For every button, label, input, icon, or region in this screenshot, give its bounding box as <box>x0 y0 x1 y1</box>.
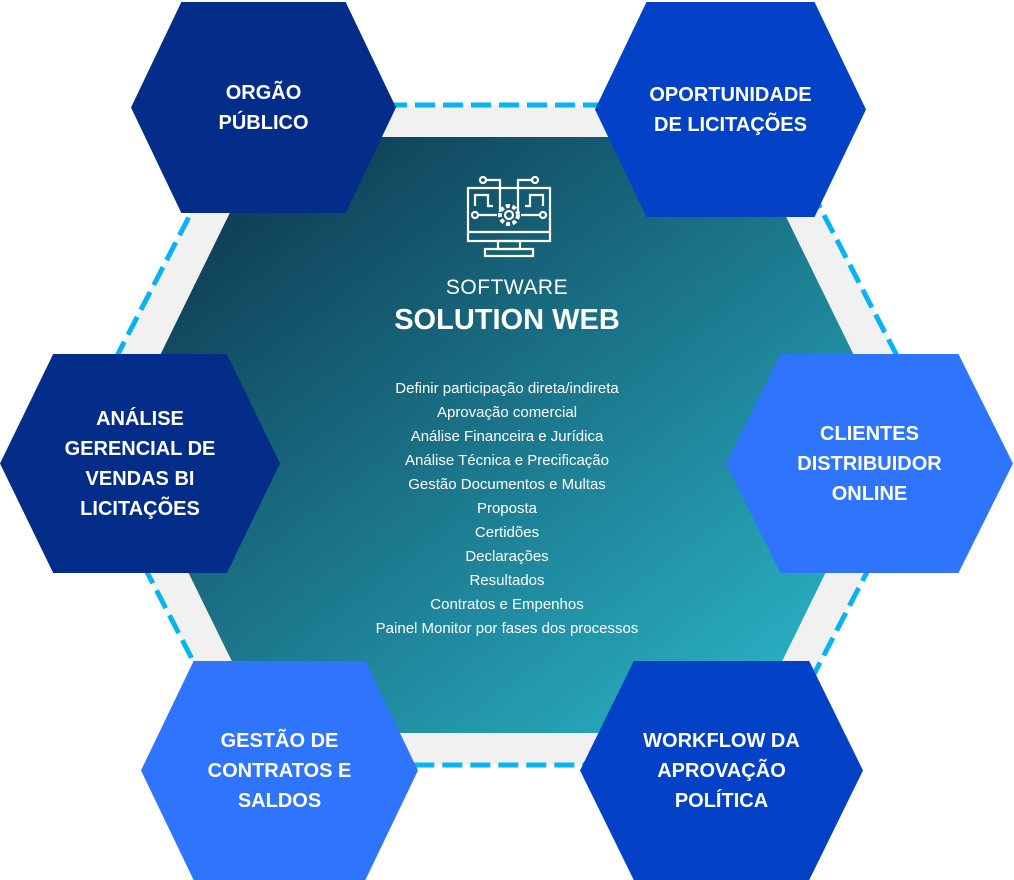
node-gestao-contratos: GESTÃO DE CONTRATOS E SALDOS <box>141 661 418 880</box>
node-label: GESTÃO DE CONTRATOS E SALDOS <box>207 729 352 812</box>
feature-item: Proposta <box>476 500 538 517</box>
feature-item: Resultados <box>469 572 545 589</box>
feature-item: Painel Monitor por fases dos processos <box>375 620 639 637</box>
node-label: CLIENTES DISTRIBUIDOR ONLINE <box>797 422 942 505</box>
feature-item: Definir participação direta/indireta <box>395 380 619 397</box>
node-label: OPORTUNIDADE DE LICITAÇÕES <box>649 83 812 136</box>
monitor-gear-circuit-icon <box>466 175 552 258</box>
node-clientes-distribuidor: CLIENTES DISTRIBUIDOR ONLINE <box>726 354 1013 573</box>
center-title: SOLUTION WEB <box>394 304 620 336</box>
node-label: WORKFLOW DA APROVAÇÃO POLÍTICA <box>643 729 800 812</box>
feature-item: Aprovação comercial <box>436 404 578 421</box>
feature-item: Análise Técnica e Precificação <box>405 452 609 469</box>
feature-item: Análise Financeira e Jurídica <box>410 428 604 445</box>
center-hexagon <box>121 137 893 733</box>
feature-list: Definir participação direta/indireta Apr… <box>307 377 707 641</box>
feature-item: Contratos e Empenhos <box>430 596 584 613</box>
feature-item: Gestão Documentos e Multas <box>408 476 606 493</box>
node-workflow-aprovacao: WORKFLOW DA APROVAÇÃO POLÍTICA <box>580 661 863 880</box>
node-oportunidade-licitacoes: OPORTUNIDADE DE LICITAÇÕES <box>595 2 866 217</box>
center-subtitle: SOFTWARE <box>445 276 569 299</box>
node-label: ORGÃO PÚBLICO <box>218 81 309 134</box>
node-label: ANÁLISE GERENCIAL DE VENDAS BI LICITAÇÕE… <box>64 407 216 520</box>
feature-item: Declarações <box>465 548 549 565</box>
node-orgao-publico: ORGÃO PÚBLICO <box>131 2 396 213</box>
node-analise-gerencial: ANÁLISE GERENCIAL DE VENDAS BI LICITAÇÕE… <box>0 354 280 573</box>
feature-item: Certidões <box>474 524 540 541</box>
